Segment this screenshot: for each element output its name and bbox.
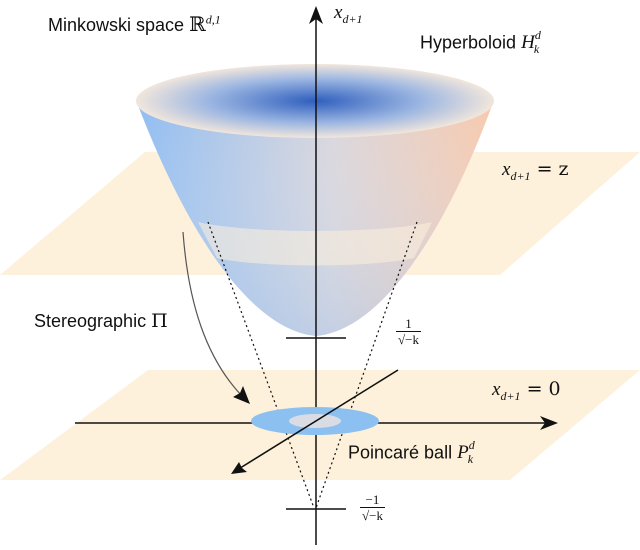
projection-line-left [207, 221, 315, 509]
minkowski-symbol: ℝ [189, 12, 206, 36]
tick-upper-label: 1 √−k [396, 316, 421, 347]
projection-line-right [315, 221, 418, 509]
stereographic-arrow [182, 231, 247, 401]
lower-plane-label: xd+1 = 0 [492, 378, 561, 403]
stereographic-text: Stereographic [34, 311, 147, 331]
hyperboloid-text: Hyperboloid [420, 32, 517, 53]
hyperboloid-rim [136, 64, 494, 138]
stereographic-label: Stereographic Π [34, 310, 168, 332]
vertical-axis-label: xd+1 [334, 2, 363, 26]
depth-axis-arrow [231, 462, 247, 474]
poincare-ball-label: Poincaré ball Pdk [348, 438, 475, 467]
tick-lower-label: −1 √−k [360, 492, 385, 523]
minkowski-text: Minkowski space [48, 15, 185, 35]
minkowski-space-label: Minkowski space ℝd,1 [48, 12, 221, 37]
minkowski-sup: d,1 [205, 12, 221, 27]
hyperboloid-label: Hyperboloid Hdk [420, 28, 541, 57]
poincare-ball-text: Poincaré ball [348, 442, 453, 463]
upper-plane-label: xd+1 = z [502, 158, 569, 183]
horizontal-axis-arrow [540, 416, 558, 430]
vertical-axis-arrow [309, 6, 323, 24]
depth-axis [236, 369, 399, 471]
stereographic-symbol: Π [151, 310, 168, 332]
